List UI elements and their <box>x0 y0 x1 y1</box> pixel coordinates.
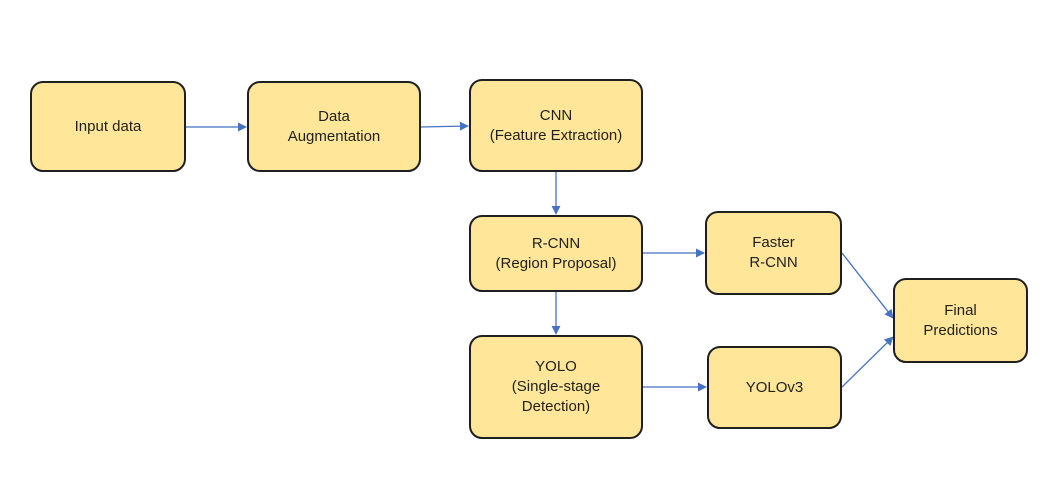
node-faster-rcnn: Faster R-CNN <box>705 211 842 295</box>
arrow-yolov3-to-final <box>841 336 894 388</box>
node-cnn: CNN (Feature Extraction) <box>469 79 643 172</box>
node-input-data: Input data <box>30 81 186 172</box>
arrow-augmentation-to-cnn <box>420 121 469 131</box>
node-data-augmentation: Data Augmentation <box>247 81 421 172</box>
node-yolo: YOLO (Single-stage Detection) <box>469 335 643 439</box>
node-final-predictions: Final Predictions <box>893 278 1028 363</box>
node-rcnn: R-CNN (Region Proposal) <box>469 215 643 292</box>
arrow-faster-rcnn-to-final <box>841 252 894 319</box>
node-yolov3: YOLOv3 <box>707 346 842 429</box>
